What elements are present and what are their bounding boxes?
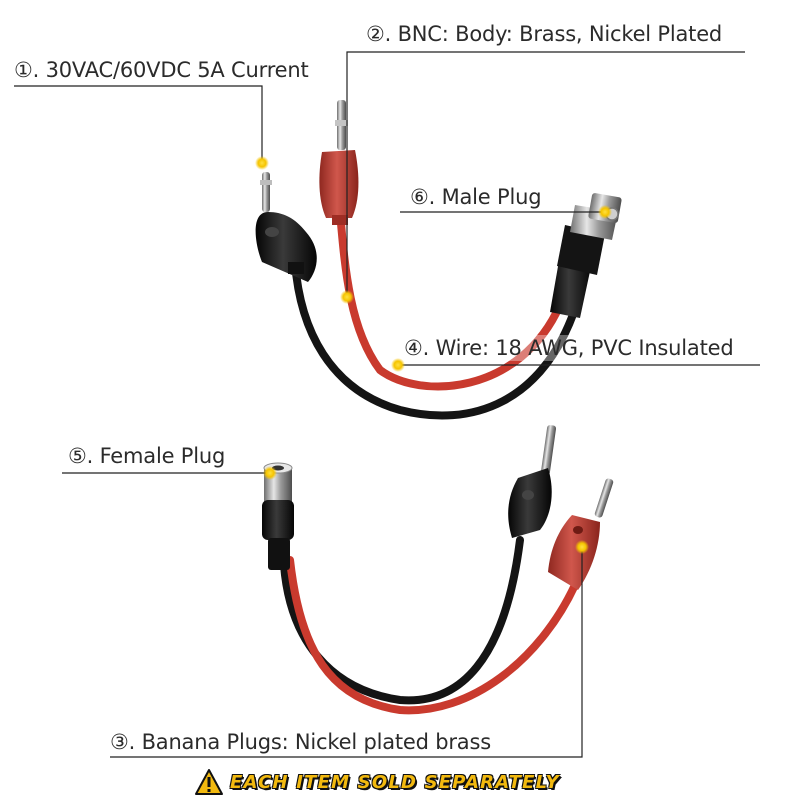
top-red-banana-plug (319, 100, 359, 225)
callout-voltage-rating: ①. 30VAC/60VDC 5A Current (14, 58, 309, 82)
warning-triangle-icon (195, 769, 223, 795)
leader-line-voltage (14, 85, 263, 162)
top-bnc-male-connector (550, 193, 622, 318)
leader-line-bnc (346, 51, 745, 295)
leader-line-banana (110, 548, 583, 758)
marker-dot-banana (575, 540, 589, 554)
callout-female-plug: ⑤. Female Plug (68, 444, 226, 468)
marker-dots (255, 156, 612, 554)
sold-separately-text: EACH ITEM SOLD SEPARATELY (230, 771, 560, 793)
bottom-black-wire (280, 536, 524, 705)
bottom-cable-assembly (262, 425, 614, 715)
top-cable-assembly (255, 100, 622, 420)
bottom-red-wire (286, 556, 579, 715)
marker-dot-male-plug (598, 205, 612, 219)
callout-bnc-material: ②. BNC: Body: Brass, Nickel Plated (366, 22, 723, 46)
top-red-wire (336, 208, 564, 391)
marker-dot-female-plug (263, 466, 277, 480)
leader-lines (14, 51, 760, 758)
sold-separately-notice: EACH ITEM SOLD SEPARATELY (194, 767, 560, 797)
top-black-wire (291, 258, 582, 420)
callout-wire-spec: ④. Wire: 18 AWG, PVC Insulated (404, 335, 734, 361)
callout-male-plug: ⑥. Male Plug (410, 185, 542, 209)
callout-banana-plugs: ③. Banana Plugs: Nickel plated brass (110, 730, 491, 754)
marker-dot-bnc (340, 290, 354, 304)
marker-dot-wire (391, 358, 405, 372)
bottom-red-banana-plug (548, 478, 614, 590)
marker-dot-voltage (255, 156, 269, 170)
top-black-banana-plug (255, 172, 317, 282)
bottom-black-banana-plug (508, 425, 557, 538)
